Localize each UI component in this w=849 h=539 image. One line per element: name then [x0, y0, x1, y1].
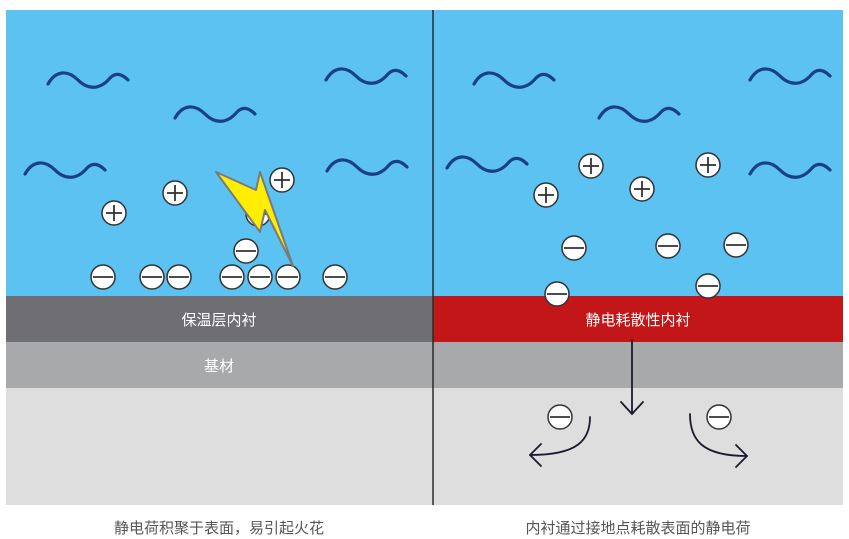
ground-area [433, 388, 843, 505]
right-panel: 静电耗散性内衬 [433, 10, 843, 505]
substrate-layer [433, 342, 843, 388]
positive-charge-icon [162, 180, 188, 206]
negative-charge-icon [139, 264, 165, 290]
right-curved-arrow-icon [689, 413, 748, 468]
left-curved-arrow-icon [529, 416, 591, 467]
liquid-area [433, 10, 843, 296]
substrate-layer [6, 342, 433, 388]
negative-charge-icon [544, 281, 570, 307]
negative-charge-icon [219, 264, 245, 290]
negative-charge-icon [655, 233, 681, 259]
ground-area [6, 388, 433, 505]
right-caption: 内衬通过接地点耗散表面的静电荷 [525, 519, 750, 537]
negative-charge-icon [695, 273, 721, 299]
positive-charge-icon [629, 176, 655, 202]
left-caption: 静电荷积聚于表面，易引起火花 [114, 519, 324, 537]
spark-icon [215, 171, 294, 267]
dissipative-lining-label: 静电耗散性内衬 [585, 311, 690, 329]
insulating-lining-label: 保温层内衬 [181, 311, 256, 329]
insulating-lining-layer [6, 296, 433, 342]
liquid-area [6, 10, 433, 296]
positive-charge-icon [269, 167, 295, 193]
negative-charge-icon [322, 264, 348, 290]
negative-charge-icon [561, 235, 587, 261]
negative-charge-icon [166, 264, 192, 290]
negative-charge-icon [233, 238, 259, 264]
negative-charge-icon [90, 264, 116, 290]
down-arrow-icon [620, 339, 644, 415]
dissipative-lining-layer [433, 296, 843, 342]
positive-charge-icon [578, 153, 604, 179]
left-panel: 保温层内衬 基材 [6, 10, 433, 505]
substrate-label: 基材 [204, 357, 234, 375]
positive-charge-icon [101, 200, 127, 226]
negative-charge-icon [706, 404, 732, 430]
negative-charge-icon [247, 264, 273, 290]
negative-charge-icon [275, 264, 301, 290]
positive-charge-icon [695, 152, 721, 178]
positive-charge-icon [533, 182, 559, 208]
negative-charge-icon [723, 232, 749, 258]
negative-charge-icon [547, 404, 573, 430]
